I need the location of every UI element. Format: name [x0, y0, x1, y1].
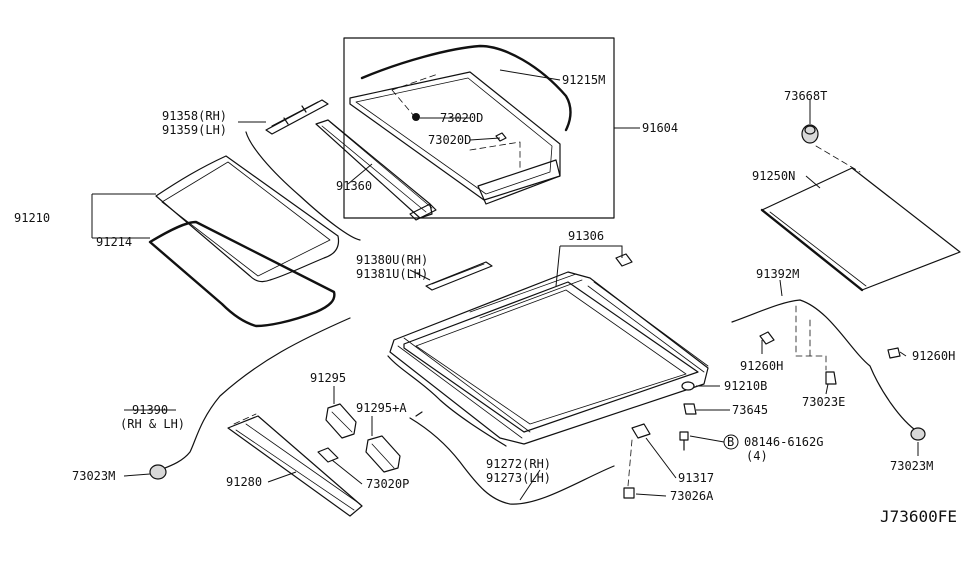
- label-91260H-b: 91260H: [912, 349, 955, 363]
- part-91380U-deflector: [425, 261, 493, 291]
- label-73023M-b: 73023M: [890, 459, 933, 473]
- label-91295: 91295: [310, 371, 346, 385]
- part-91295A-unit: [365, 435, 401, 473]
- part-91250N-shade: [760, 145, 961, 292]
- label-91273: 91273(LH): [486, 471, 551, 485]
- label-73668T: 73668T: [784, 89, 827, 103]
- diagram-reference-code: J73600FE: [880, 507, 957, 526]
- part-73020P-clip: [317, 447, 339, 463]
- fastener-73026A: [623, 487, 635, 499]
- fastener-73645: [683, 403, 697, 415]
- leader-lines: [91, 69, 919, 501]
- part-91210-glass-lid: [155, 131, 361, 283]
- assembly-box-91604: [343, 37, 615, 219]
- label-91280: 91280: [226, 475, 262, 489]
- bolt-08146: [679, 431, 689, 451]
- label-91214: 91214: [96, 235, 132, 249]
- part-91360-trim: [315, 119, 437, 221]
- part-91392M-drain-hose: [731, 299, 926, 441]
- part-73668T-grommet: [801, 124, 819, 144]
- part-91306-sunroof-frame: [387, 253, 709, 447]
- label-91306: 91306: [568, 229, 604, 243]
- part-91295-unit: [325, 403, 357, 439]
- label-73026A: 73026A: [670, 489, 714, 503]
- label-91390: 91390: [132, 403, 168, 417]
- label-91392M: 91392M: [756, 267, 799, 281]
- label-91390-side: (RH & LH): [120, 417, 185, 431]
- label-91260H-a: 91260H: [740, 359, 783, 373]
- part-91214-seal: [148, 220, 336, 328]
- part-91280-weatherstrip: [227, 413, 363, 517]
- label-73020P: 73020P: [366, 477, 409, 491]
- label-91250N: 91250N: [752, 169, 795, 183]
- label-91380U: 91380U(RH): [356, 253, 428, 267]
- label-73020D-a: 73020D: [440, 111, 483, 125]
- label-91215M: 91215M: [562, 73, 605, 87]
- label-91272: 91272(RH): [486, 457, 551, 471]
- label-08146: 08146-6162G: [744, 435, 823, 449]
- label-91358: 91358(RH): [162, 109, 227, 123]
- label-91604: 91604: [642, 121, 678, 135]
- label-91359: 91359(LH): [162, 123, 227, 137]
- label-91317: 91317: [678, 471, 714, 485]
- label-91381U: 91381U(LH): [356, 267, 428, 281]
- label-73645: 73645: [732, 403, 768, 417]
- label-73023M-a: 73023M: [72, 469, 115, 483]
- part-91390-drain-hose: [149, 317, 351, 480]
- part-91358-rail: [265, 99, 329, 135]
- label-08146-marker: B: [727, 435, 734, 449]
- part-91272-cable: [409, 411, 615, 505]
- label-91360: 91360: [336, 179, 372, 193]
- part-labels: 91358(RH) 91359(LH) 91360 91210 91214 91…: [14, 73, 957, 526]
- label-73020D-b: 73020D: [428, 133, 471, 147]
- fastener-91210B: [681, 381, 695, 391]
- label-73023E: 73023E: [802, 395, 845, 409]
- label-91295A: 91295+A: [356, 401, 407, 415]
- part-91317-motor: [627, 423, 651, 487]
- label-08146-qty: (4): [746, 449, 768, 463]
- label-91210: 91210: [14, 211, 50, 225]
- label-91210B: 91210B: [724, 379, 767, 393]
